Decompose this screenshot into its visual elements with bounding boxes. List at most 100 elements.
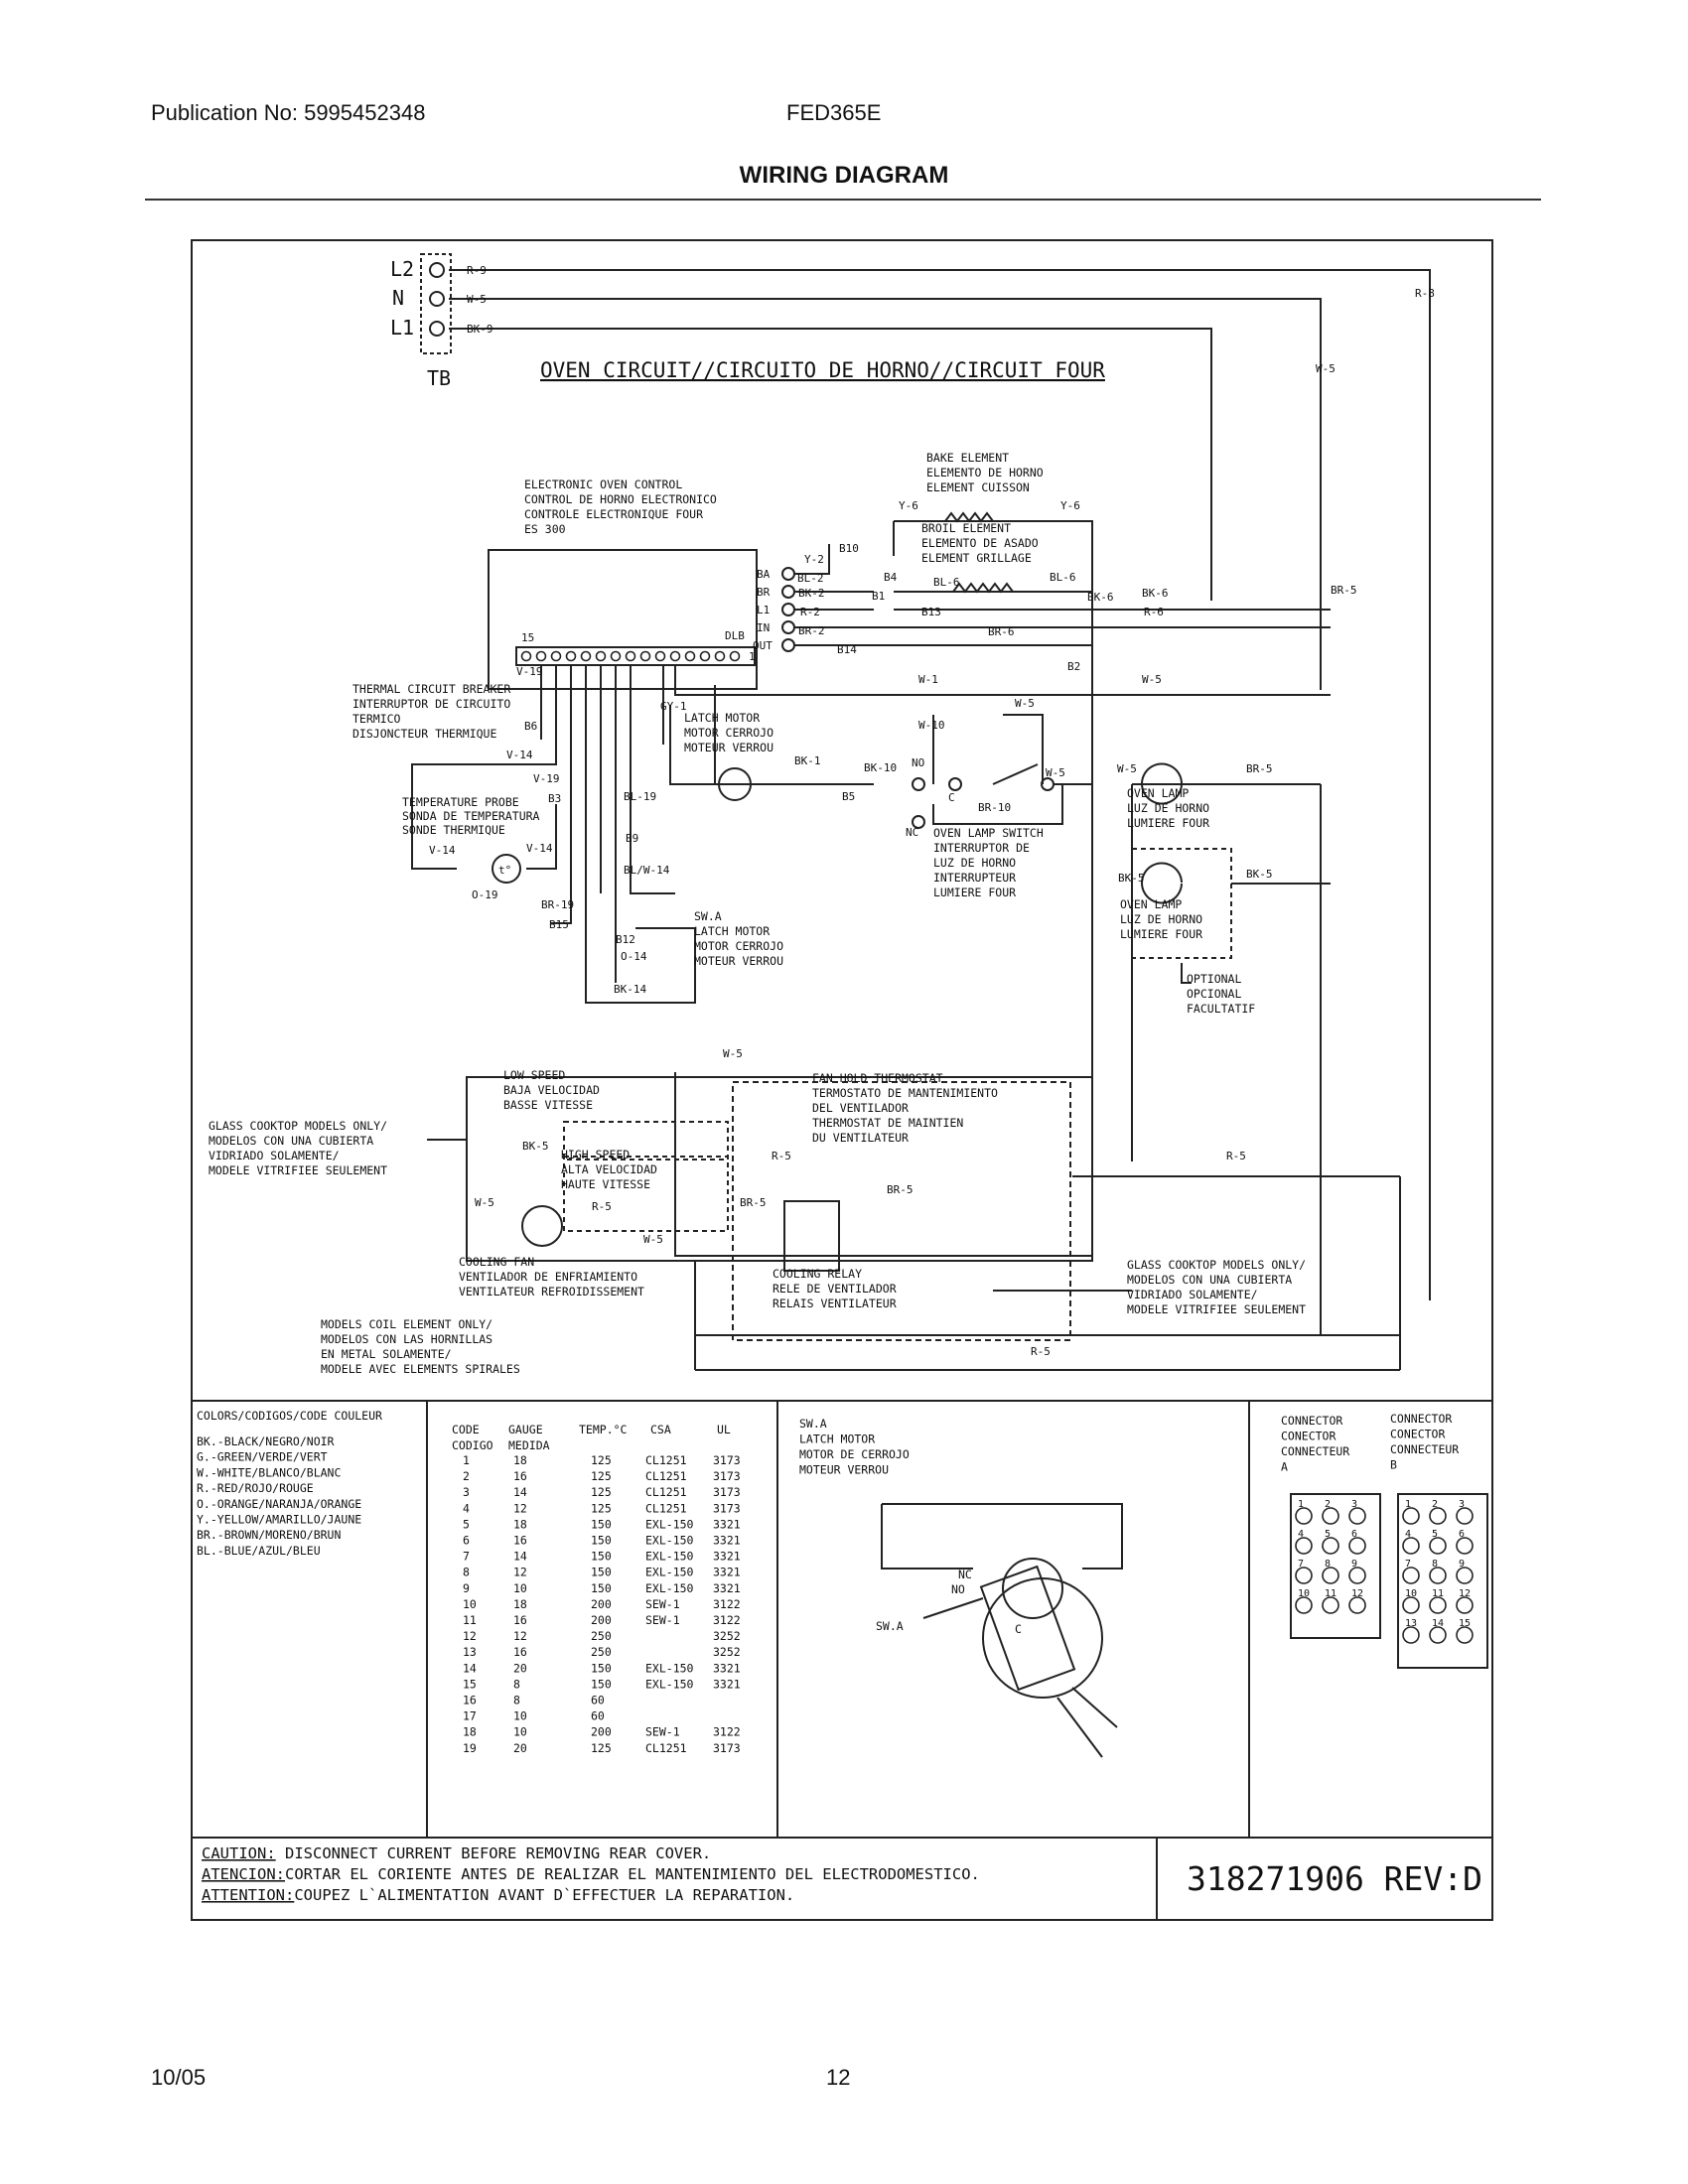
gauge-table-cell: EXL-150 (645, 1550, 694, 1564)
wire-label-bk1: BK-1 (794, 754, 821, 767)
gauge-table-cell: 10 (513, 1725, 527, 1739)
sw-a-label-line: MOTOR CERROJO (694, 939, 783, 953)
wire-label-v19: V-19 (516, 665, 543, 678)
connector-b-pin-number: 13 (1405, 1618, 1417, 1629)
gauge-table-cell: 16 (513, 1469, 527, 1483)
wire-label-nc: NC (906, 826, 918, 839)
wire-label-r5d: R-5 (1031, 1345, 1051, 1358)
connector-b-pin (1456, 1507, 1474, 1525)
gauge-table-cell: 3252 (713, 1645, 741, 1659)
gauge-table-cell: 3173 (713, 1453, 741, 1467)
oven-control-label-line: CONTROL DE HORNO ELECTRONICO (524, 492, 717, 506)
connector-a-pin (1295, 1507, 1313, 1525)
color-code-row: W.-WHITE/BLANCO/BLANC (197, 1465, 341, 1479)
terminal-l1: L1 (390, 316, 414, 340)
wire-label-bk5c: BK-5 (522, 1140, 549, 1153)
circuit-title: OVEN CIRCUIT//CIRCUITO DE HORNO//CIRCUIT… (540, 358, 1105, 382)
gauge-table-cell: 200 (591, 1597, 612, 1611)
gauge-table-header: CSA (650, 1423, 671, 1436)
control-pin-first: 15 (521, 631, 534, 644)
control-pin (580, 650, 592, 662)
connector-b-pin-number: 15 (1459, 1618, 1471, 1629)
oven-lamp-switch-label-line: LUMIERE FOUR (933, 886, 1016, 899)
gauge-table-cell: 4 (463, 1501, 470, 1515)
oven-control-label-line: ELECTRONIC OVEN CONTROL (524, 478, 682, 491)
wire-label-w5_mid: W-5 (1142, 673, 1162, 686)
connector-b-title: B (1390, 1458, 1397, 1472)
latch-motor-label-line: LATCH MOTOR (684, 711, 760, 725)
cooling-relay-label-line: RELAIS VENTILATEUR (773, 1297, 897, 1310)
control-dlb: DLB (725, 629, 745, 642)
footer-page-number: 12 (826, 2065, 851, 2090)
connector-b-title: CONNECTOR (1390, 1412, 1452, 1426)
control-pin (684, 650, 696, 662)
gauge-table-subheader: MEDIDA (508, 1438, 550, 1452)
low-speed-label-line: LOW SPEED (503, 1068, 565, 1082)
connector-a-pin (1322, 1507, 1339, 1525)
gauge-table-cell: 19 (463, 1741, 477, 1755)
glass-cooktop-note-left-line: MODELOS CON UNA CUBIERTA (209, 1134, 373, 1148)
optional-label-line: OPCIONAL (1187, 987, 1241, 1001)
gauge-table-cell: 14 (513, 1485, 527, 1499)
control-pin (669, 650, 681, 662)
gauge-table-cell: EXL-150 (645, 1677, 694, 1691)
gauge-table-cell: 18 (513, 1597, 527, 1611)
gauge-table-cell: 16 (513, 1613, 527, 1627)
gauge-table-cell: 20 (513, 1661, 527, 1675)
connector-b-pin (1429, 1626, 1447, 1644)
connector-a-pin-number: 6 (1351, 1529, 1357, 1540)
wire-label-w10: W-10 (918, 719, 945, 732)
connector-b-title: CONECTOR (1390, 1428, 1445, 1441)
connector-b-pin-number: 4 (1405, 1529, 1411, 1540)
color-code-row: BL.-BLUE/AZUL/BLEU (197, 1544, 321, 1558)
wire-label-y6b: Y-6 (1060, 499, 1080, 512)
header-rule (145, 199, 1541, 201)
gauge-table-cell: 3321 (713, 1661, 741, 1675)
connector-a-pin (1348, 1596, 1366, 1614)
terminal-br: BR (757, 586, 771, 599)
connector-a-pin (1295, 1596, 1313, 1614)
wire-label-r2: R-2 (800, 606, 820, 618)
wire-label-w5g: W-5 (643, 1233, 663, 1246)
broil-element-label-line: ELEMENT GRILLAGE (921, 551, 1032, 565)
wire-label-w5c: W-5 (1046, 766, 1065, 779)
gauge-table-cell: 11 (463, 1613, 477, 1627)
sw-a-detail-title: MOTOR DE CERROJO (799, 1447, 910, 1461)
oven-control-label-line: CONTROLE ELECTRONIQUE FOUR (524, 507, 703, 521)
gauge-table-cell: 9 (463, 1581, 470, 1595)
connector-b-pin (1402, 1626, 1420, 1644)
connector-a-pin-number: 8 (1325, 1559, 1331, 1570)
gauge-table-cell: 5 (463, 1517, 470, 1531)
caution-en-text: DISCONNECT CURRENT BEFORE REMOVING REAR … (276, 1844, 712, 1862)
high-speed-label-line: HIGH SPEED (561, 1148, 630, 1161)
connector-a-pin (1322, 1567, 1339, 1584)
wire-label-br6: BR-6 (988, 625, 1015, 638)
gauge-table-cell: 20 (513, 1741, 527, 1755)
high-speed-label-line: ALTA VELOCIDAD (561, 1162, 657, 1176)
connector-b-title: CONNECTEUR (1390, 1442, 1459, 1456)
wire-label-b5: B5 (842, 790, 855, 803)
gauge-table-header: TEMP.°C (579, 1423, 628, 1436)
wire-label-br5: BR-5 (1331, 584, 1357, 597)
low-speed-label-line: BASSE VITESSE (503, 1098, 593, 1112)
temp-probe-label-line: SONDA DE TEMPERATURA (402, 809, 540, 823)
gauge-table-cell: SEW-1 (645, 1725, 680, 1739)
colors-table-header: COLORS/CODIGOS/CODE COULEUR (197, 1409, 382, 1423)
glass-cooktop-note-right-line: MODELE VITRIFIEE SEULEMENT (1127, 1302, 1306, 1316)
gauge-table-cell: EXL-150 (645, 1517, 694, 1531)
gauge-table-cell: EXL-150 (645, 1581, 694, 1595)
terminal-n: N (392, 286, 404, 310)
gauge-table-cell: 125 (591, 1485, 612, 1499)
glass-cooktop-note-right-line: VIDRIADO SOLAMENTE/ (1127, 1288, 1258, 1301)
coil-element-note-line: MODELOS CON LAS HORNILLAS (321, 1332, 492, 1346)
gauge-table-cell: 10 (463, 1597, 477, 1611)
broil-element-label-line: BROIL ELEMENT (921, 521, 1011, 535)
footer-date: 10/05 (151, 2065, 207, 2090)
gauge-table-cell: 3 (463, 1485, 470, 1499)
wire-label-b4: B4 (884, 571, 898, 584)
wire-label-y6a: Y-6 (899, 499, 918, 512)
wire-label-br5d: BR-5 (887, 1183, 914, 1196)
connector-a-pin (1295, 1567, 1313, 1584)
caution-es-label: ATENCION: (202, 1865, 285, 1883)
